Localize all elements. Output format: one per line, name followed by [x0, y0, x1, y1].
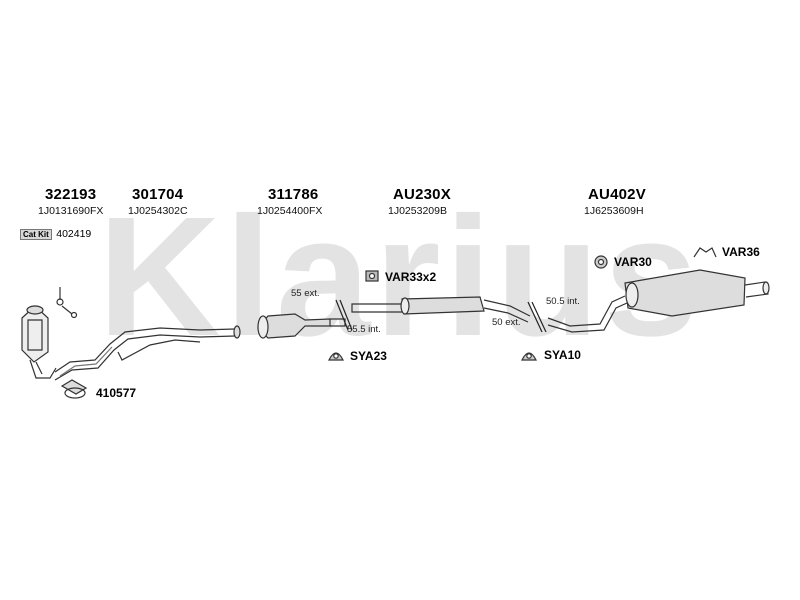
sya23-rubber-icon	[328, 352, 344, 361]
label-sya10[interactable]: SYA10	[544, 348, 581, 362]
label-var36[interactable]: VAR36	[722, 245, 760, 259]
cat-kit-row: Cat Kit 402419	[20, 224, 91, 242]
center-silencer-icon	[351, 296, 531, 323]
front-catalyst-icon	[21, 305, 57, 379]
label-var33x2[interactable]: VAR33x2	[385, 270, 437, 284]
gasket-icon	[64, 387, 86, 399]
dim-50-5-int: 50.5 int.	[546, 296, 580, 307]
cat-kit-number[interactable]: 402419	[56, 228, 92, 240]
dim-55-5-int: 55.5 int.	[347, 324, 381, 335]
label-sya23[interactable]: SYA23	[350, 349, 387, 363]
part-number-311786[interactable]: 311786	[268, 186, 319, 203]
var30-clamp-icon	[594, 255, 608, 269]
part-number-301704[interactable]: 301704	[132, 186, 184, 203]
part-number-au230x[interactable]: AU230X	[393, 186, 451, 203]
part-number-322193[interactable]: 322193	[45, 186, 97, 203]
label-410577[interactable]: 410577	[96, 386, 137, 400]
label-var30[interactable]: VAR30	[614, 255, 652, 269]
sya10-rubber-icon	[521, 352, 537, 361]
center-catalyst-icon	[257, 313, 346, 339]
front-pipe-icon	[54, 325, 241, 395]
watermark-text: Klarius	[98, 182, 702, 372]
part-number-au402v[interactable]: AU402V	[588, 186, 646, 203]
joint-dashes	[335, 299, 547, 333]
oem-ref-301704: 1J0254302C	[128, 205, 188, 217]
var36-hanger-icon	[693, 247, 717, 258]
oem-ref-322193: 1J0131690FX	[38, 205, 104, 217]
oem-ref-au230x: 1J0253209B	[388, 205, 447, 217]
dim-50-ext: 50 ext.	[492, 317, 521, 328]
rear-silencer-icon	[547, 269, 770, 333]
var33-bracket-icon	[365, 270, 379, 282]
lambda-sensor-icon	[56, 287, 78, 319]
cat-kit-tag: Cat Kit	[20, 229, 52, 240]
oem-ref-au402v: 1J6253609H	[584, 205, 644, 217]
dim-55-ext: 55 ext.	[291, 288, 320, 299]
oem-ref-311786: 1J0254400FX	[257, 205, 323, 217]
